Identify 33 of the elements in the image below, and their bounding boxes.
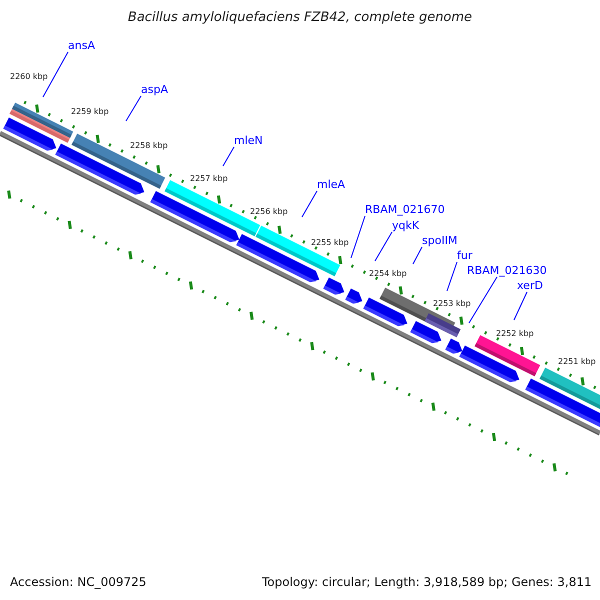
scale-label: 2253 kbp — [433, 299, 471, 309]
leader-line — [126, 96, 142, 122]
gene-label: mleN — [234, 135, 263, 147]
scale-label: 2258 kbp — [130, 141, 168, 151]
gene-label: ansA — [68, 40, 95, 52]
scale-label: 2257 kbp — [190, 174, 228, 184]
leader-line — [468, 276, 498, 324]
gene-label: RBAM_021630 — [467, 265, 547, 277]
footer-text: Topology: circular; Length: 3,918,589 bp; Genes: 3,811 — [262, 575, 592, 589]
leader-line — [374, 232, 392, 262]
gene-label: spoIIM — [422, 235, 458, 247]
scale-label: 2256 kbp — [250, 207, 288, 217]
leader-line — [42, 52, 68, 98]
gene-label: fur — [457, 250, 472, 262]
scale-label: 2254 kbp — [369, 269, 407, 279]
diagram-title: Bacillus amyloliquefaciens FZB42, complete genome — [126, 10, 474, 26]
scale-label: 2259 kbp — [71, 107, 109, 117]
gene-label: RBAM_021670 — [365, 204, 445, 216]
scale-label: 2260 kbp — [10, 72, 48, 82]
scale-label: 2252 kbp — [496, 329, 534, 339]
scale-label: 2255 kbp — [311, 238, 349, 248]
leader-line — [222, 146, 234, 166]
leader-line — [412, 246, 422, 264]
gene-label: xerD — [517, 280, 543, 292]
leader-line — [514, 292, 528, 320]
leader-line — [302, 190, 318, 218]
footer-text: Accession: NC_009725 — [10, 575, 146, 589]
leader-line — [350, 216, 366, 258]
gene-label: mleA — [317, 179, 346, 191]
scale-label: 2251 kbp — [558, 357, 596, 367]
leader-line — [446, 262, 458, 292]
gene-label: yqkK — [392, 220, 420, 232]
gene-label: aspA — [141, 84, 168, 96]
